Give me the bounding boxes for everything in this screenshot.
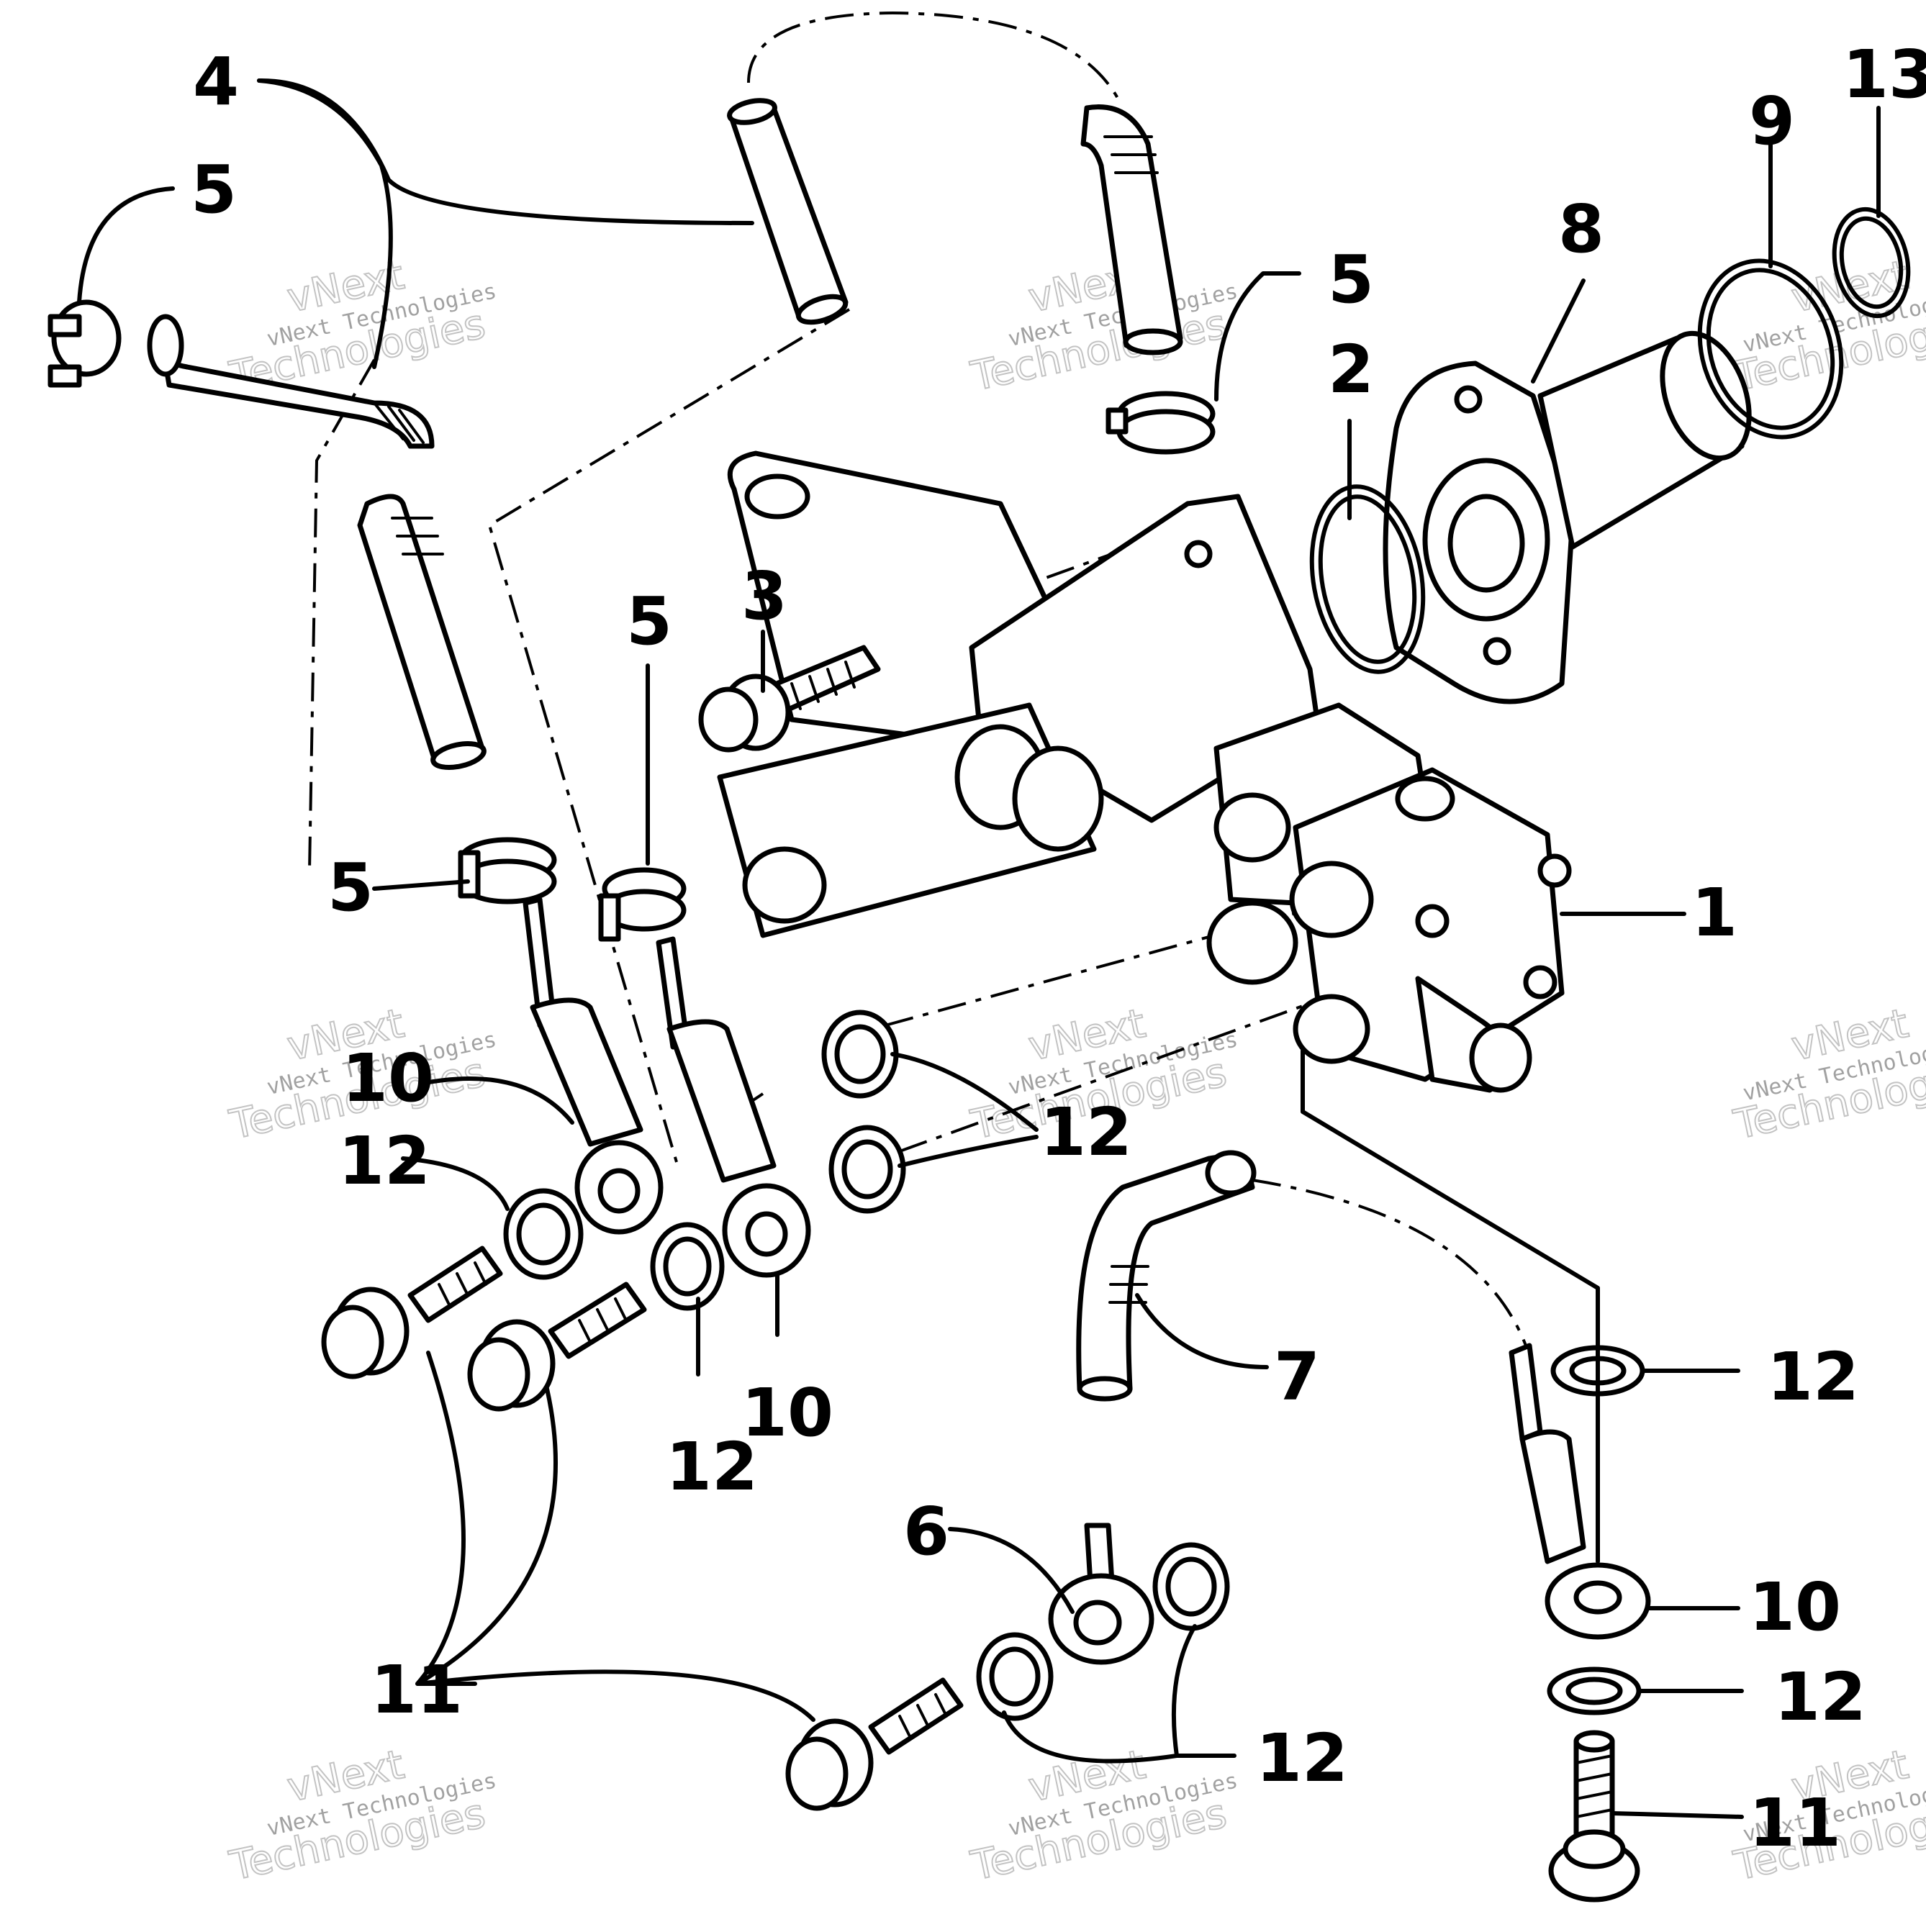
callout-12-right-upper: 12 [1767,1338,1859,1415]
banjo-bolt [1548,1730,1640,1902]
washer [976,1632,1054,1721]
washer [1152,1542,1230,1631]
callout-12-bottom: 12 [1256,1720,1348,1797]
watermark: vNext vNext Technologies Technologies [1729,999,1926,1150]
callout-7: 7 [1274,1338,1320,1415]
callout-11-left: 11 [371,1651,463,1728]
washer-centre-line [899,992,1339,1153]
washer [1547,1666,1642,1715]
callout-5-top-left: 5 [191,151,237,228]
callout-12-lower-middle: 12 [666,1428,758,1505]
callout-12-left: 12 [338,1123,430,1199]
clamp-5-lower [598,867,687,942]
callout-5-middle-left: 5 [327,849,374,926]
callout-11-right: 11 [1749,1784,1841,1861]
banjo-fitting-10-left [523,897,664,1235]
clamp-5-top-left [48,299,122,388]
callout-9: 9 [1749,83,1795,160]
hose-route-line [308,359,376,871]
callout-labels: 1 2 3 4 5 5 5 5 6 7 8 9 13 10 10 10 11 1… [191,36,1926,1861]
hose-route-line [1252,1179,1527,1346]
watermark: vNext vNext Technologies Technologies [966,1741,1240,1891]
watermark: vNext vNext Technologies Technologies [225,251,499,402]
o-ring-13 [1832,207,1911,319]
callout-1: 1 [1691,874,1737,951]
screw-3 [698,645,881,753]
washer [828,1125,906,1214]
hose-4-lower [357,494,487,770]
clamp-5-middle [458,837,557,904]
callout-3: 3 [741,558,787,635]
clamp-5-top-right [1106,391,1216,455]
banjo-bolt [467,1282,647,1412]
o-ring-9 [1697,258,1844,440]
callout-2: 2 [1328,331,1374,408]
callout-12-upper-middle: 12 [1040,1094,1132,1171]
outlet-fitting-8 [1383,330,1752,704]
callout-8: 8 [1558,191,1604,268]
banjo-fitting-10-right [1509,1343,1651,1640]
callout-12-right-lower: 12 [1774,1659,1866,1736]
pump-housing [717,494,1320,938]
banjo-bolt [785,1677,964,1811]
washer [821,1010,899,1099]
leader-lines [77,78,1881,1819]
hose-route-line [747,11,1121,101]
callout-5-top-right: 5 [1328,241,1374,318]
watermark: vNext vNext Technologies Technologies [966,251,1240,402]
hose-7 [1076,1150,1257,1402]
hose-4-top-right [1080,104,1183,355]
callout-5-middle: 5 [626,583,672,660]
banjo-fitting-10-middle [656,936,811,1278]
hose-4-left [147,314,435,449]
banjo-bolt [321,1246,503,1379]
callout-13: 13 [1843,36,1926,113]
hose-route-line [487,308,851,1163]
callout-10-right: 10 [1749,1569,1841,1646]
oil-pump-body [1206,702,1572,1093]
watermark: vNext vNext Technologies Technologies [225,1741,499,1891]
callout-10-left: 10 [342,1040,434,1117]
washer [650,1222,725,1311]
banjo-bolts-11 [321,1246,1640,1902]
callout-10-middle: 10 [741,1374,833,1451]
washer [503,1188,584,1280]
callout-6: 6 [903,1493,949,1570]
banjo-fitting-6 [1048,1523,1154,1665]
hose-4-upper [727,98,849,325]
washers-12 [503,1010,1645,1721]
callout-4: 4 [193,43,239,120]
